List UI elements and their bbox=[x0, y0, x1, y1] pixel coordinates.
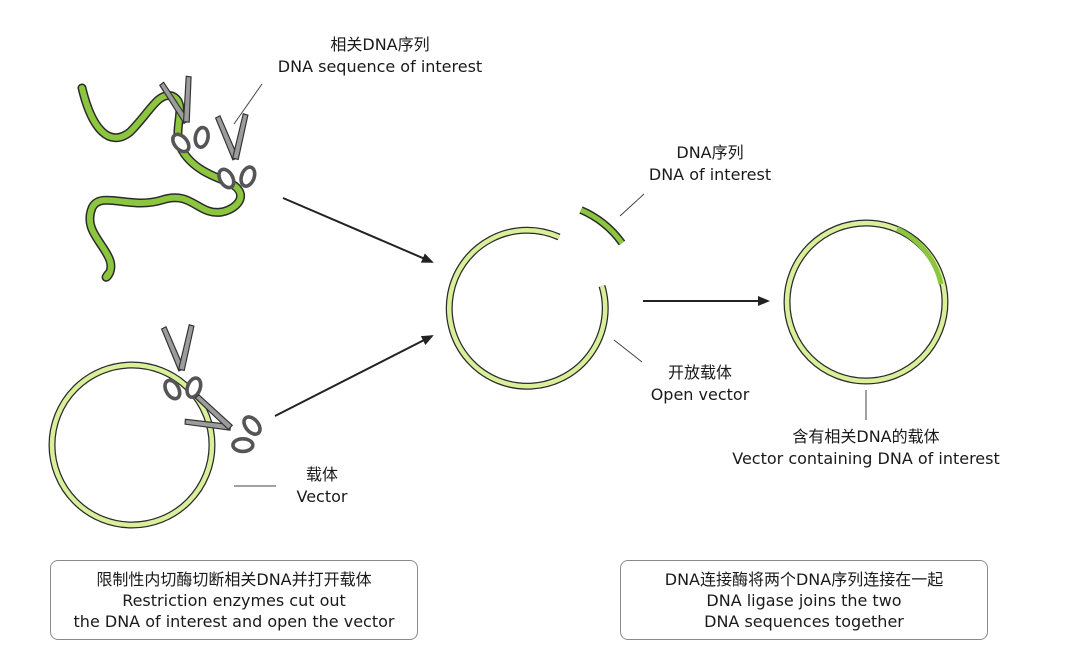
arrow-icon bbox=[282, 197, 434, 263]
scissors-icon bbox=[214, 113, 257, 190]
scissors-icon bbox=[184, 393, 262, 454]
arrow-icon bbox=[274, 335, 434, 417]
label-open-vector: 开放载体 Open vector bbox=[650, 363, 750, 404]
scissors-icon bbox=[158, 75, 210, 154]
pointer-line bbox=[613, 339, 643, 363]
pointer-line bbox=[619, 193, 645, 217]
caption-restriction-enzymes: 限制性内切酶切断相关DNA并打开载体 Restriction enzymes c… bbox=[50, 560, 418, 640]
dna-strand-interest bbox=[77, 83, 245, 282]
label-vector-containing-dna: 含有相关DNA的载体 Vector containing DNA of inte… bbox=[732, 427, 1000, 468]
pointer-line bbox=[233, 83, 263, 125]
vector-circle bbox=[48, 361, 216, 529]
scissors-icon bbox=[160, 324, 203, 401]
label-dna-sequence-of-interest: 相关DNA序列 DNA sequence of interest bbox=[277, 35, 483, 76]
caption-dna-ligase: DNA连接酶将两个DNA序列连接在一起 DNA ligase joins the… bbox=[620, 560, 988, 640]
open-vector bbox=[445, 226, 609, 390]
label-vector: 载体 Vector bbox=[296, 465, 348, 506]
recombinant-vector bbox=[783, 219, 949, 385]
label-dna-of-interest: DNA序列 DNA of interest bbox=[648, 143, 772, 184]
dna-fragment bbox=[579, 206, 626, 246]
